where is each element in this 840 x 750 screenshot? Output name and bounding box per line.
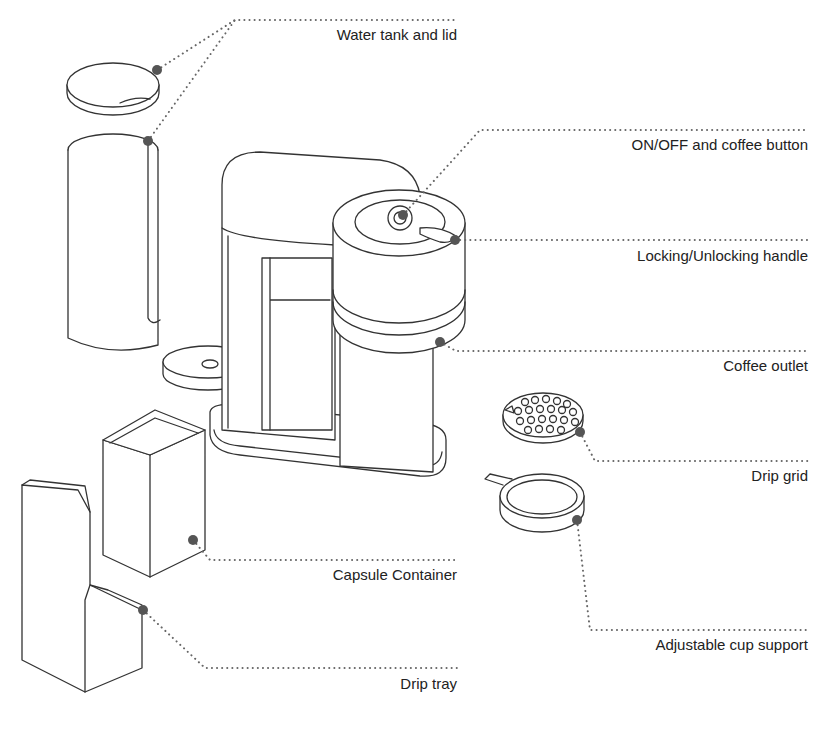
leader-dot xyxy=(143,136,153,146)
part-label: ON/OFF and coffee button xyxy=(630,136,810,154)
leader-lines xyxy=(143,20,808,668)
leader-dot xyxy=(572,515,582,525)
capsule-container-edges xyxy=(110,418,198,577)
cup-support-ring xyxy=(500,474,584,518)
leader-dots xyxy=(138,65,585,615)
stand-hole xyxy=(202,360,218,368)
leader-dot xyxy=(138,605,148,615)
part-label: Water tank and lid xyxy=(335,26,459,44)
leader-dot xyxy=(435,337,445,347)
button-outer xyxy=(388,206,412,230)
part-label: Locking/Unlocking handle xyxy=(635,247,810,265)
tank-edge xyxy=(148,140,160,323)
leader-line xyxy=(577,520,808,630)
leader-line xyxy=(455,239,808,241)
part-label: Capsule Container xyxy=(331,566,459,584)
drip-tray-body xyxy=(22,485,142,692)
part-label: Adjustable cup support xyxy=(653,636,810,654)
leader-dot xyxy=(450,235,460,245)
leader-dot xyxy=(188,535,198,545)
body-opening xyxy=(262,258,332,430)
lid-top xyxy=(67,63,159,107)
head-bands xyxy=(333,290,465,335)
tank-body xyxy=(68,150,158,350)
leader-line xyxy=(148,20,235,141)
cup-support-tab xyxy=(485,474,512,485)
leader-line xyxy=(580,432,808,461)
head-top xyxy=(333,190,465,256)
drip-tray-edges xyxy=(22,480,142,692)
leader-line xyxy=(193,540,457,560)
tank-top xyxy=(68,134,158,150)
leader-line xyxy=(143,610,457,668)
lid-notch xyxy=(120,98,150,103)
drip-grid-notch xyxy=(505,406,514,413)
capsule-container-top xyxy=(103,410,205,455)
opening-detail xyxy=(270,258,330,430)
leader-line xyxy=(440,342,808,351)
drip-grid-plate xyxy=(503,393,583,437)
drip-grid-holes xyxy=(515,396,579,434)
leader-dot xyxy=(398,210,408,220)
leader-dot xyxy=(575,427,585,437)
body-shoulder xyxy=(222,228,335,245)
leader-dot xyxy=(152,65,162,75)
body-panel xyxy=(227,236,228,428)
part-label: Drip grid xyxy=(749,467,810,485)
cup-support-inner xyxy=(507,480,577,514)
part-label: Drip tray xyxy=(398,675,459,693)
part-label: Coffee outlet xyxy=(721,357,810,375)
